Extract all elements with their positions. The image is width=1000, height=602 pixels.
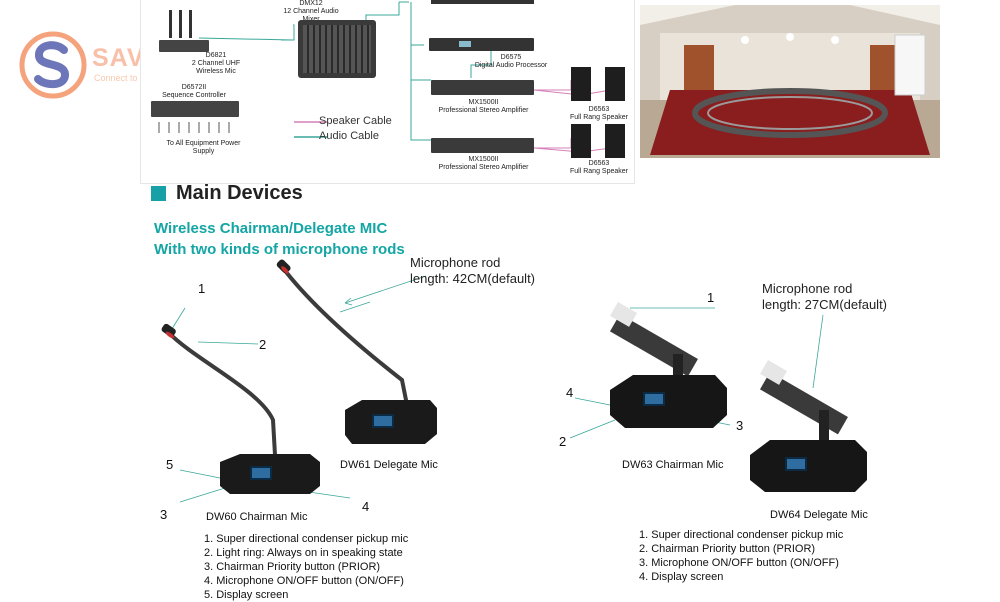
speaker-pair-2-image bbox=[571, 124, 627, 160]
amplifier-1-image bbox=[431, 80, 534, 95]
right-callout-number-4: 4 bbox=[566, 385, 574, 400]
right-callout-number-2: 2 bbox=[559, 434, 567, 449]
right-feature-list: 1. Super directional condenser pickup mi… bbox=[639, 528, 843, 584]
conference-room-render bbox=[640, 5, 940, 158]
left-callout-number-3: 3 bbox=[160, 507, 168, 522]
subtitle: Wireless Chairman/Delegate MIC With two … bbox=[154, 218, 405, 260]
right-feature-item: 3. Microphone ON/OFF button (ON/OFF) bbox=[639, 557, 839, 569]
left-feature-item: 1. Super directional condenser pickup mi… bbox=[204, 533, 409, 545]
left-callout-number-2: 2 bbox=[259, 337, 267, 352]
left-callout-number-4: 4 bbox=[362, 499, 370, 514]
legend-speaker-cable: Speaker Cable bbox=[319, 115, 392, 127]
left-callout-number-5: 5 bbox=[166, 457, 174, 472]
section-title: Main Devices bbox=[176, 182, 303, 204]
digital-audio-processor-image bbox=[429, 38, 534, 51]
section-marker-icon bbox=[151, 186, 166, 201]
right-feature-item: 4. Display screen bbox=[639, 571, 724, 583]
left-mic-illustration bbox=[161, 259, 437, 503]
left-feature-item: 4. Microphone ON/OFF button (ON/OFF) bbox=[204, 575, 404, 587]
speaker-pair-1-image bbox=[571, 67, 627, 103]
left-feature-item: 5. Display screen bbox=[204, 589, 289, 601]
right-callout-number-1: 1 bbox=[707, 290, 715, 305]
right-mic-illustration bbox=[569, 302, 867, 492]
sequence-controller-image bbox=[151, 101, 239, 117]
right-callout-number-3: 3 bbox=[736, 418, 744, 433]
left-callout-number-1: 1 bbox=[198, 281, 206, 296]
subtitle-line-2: With two kinds of microphone rods bbox=[154, 241, 405, 258]
dw64-caption: DW64 Delegate Mic bbox=[770, 509, 868, 521]
right-feature-item: 2. Chairman Priority button (PRIOR) bbox=[639, 543, 816, 555]
amplifier-2-image bbox=[431, 138, 534, 153]
dw60-caption: DW60 Chairman Mic bbox=[206, 511, 308, 523]
uhf-wireless-receiver-image bbox=[159, 10, 209, 54]
legend-audio-cable: Audio Cable bbox=[319, 130, 379, 142]
audio-mixer-image bbox=[298, 20, 376, 78]
subtitle-line-1: Wireless Chairman/Delegate MIC bbox=[154, 220, 388, 237]
left-feature-item: 2. Light ring: Always on in speaking sta… bbox=[204, 547, 403, 559]
logo-mark-icon bbox=[19, 31, 87, 99]
right-rod-callout: Microphone rod length: 27CM(default) bbox=[762, 281, 888, 312]
left-rod-callout: Microphone rod length: 42CM(default) bbox=[410, 255, 536, 286]
logo-tagline: Connect to success bbox=[94, 73, 173, 83]
rack-device-image bbox=[431, 0, 534, 4]
right-feature-item: 1. Super directional condenser pickup mi… bbox=[639, 529, 844, 541]
dw63-caption: DW63 Chairman Mic bbox=[622, 459, 724, 471]
dw61-caption: DW61 Delegate Mic bbox=[340, 459, 438, 471]
left-feature-item: 3. Chairman Priority button (PRIOR) bbox=[204, 561, 381, 573]
left-feature-list: 1. Super directional condenser pickup mi… bbox=[204, 532, 408, 602]
